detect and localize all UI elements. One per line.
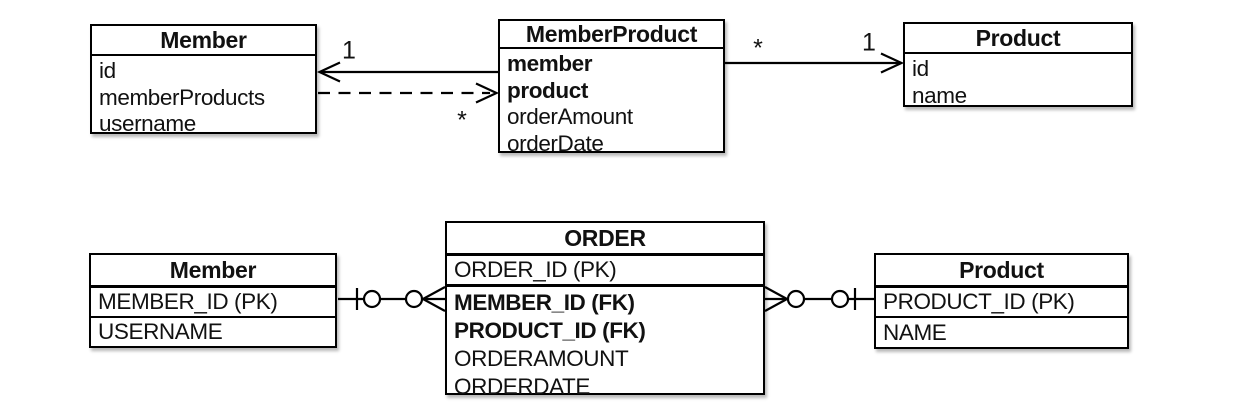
er-table-member: Member MEMBER_ID (PK) USERNAME [89, 253, 337, 348]
attribute-memberproducts: memberProducts [99, 84, 265, 110]
er-connector-order-product [764, 286, 874, 312]
multiplicity-label-product-one: 1 [862, 28, 876, 57]
attribute-id: id [912, 56, 929, 81]
attribute-orderdate: orderDate [507, 130, 604, 156]
column-username: USERNAME [91, 316, 335, 346]
class-title: Member [92, 26, 315, 56]
crow-foot-icon [764, 286, 788, 312]
attribute-product: product [507, 77, 588, 103]
table-title: Product [959, 256, 1044, 283]
attribute-member: member [507, 51, 593, 76]
column-orderdate: ORDERDATE [454, 374, 590, 399]
table-title: ORDER [564, 224, 646, 251]
open-arrowhead-left-icon [316, 61, 341, 83]
class-attributes: id memberProducts username [92, 56, 315, 138]
table-title: Member [169, 256, 257, 283]
er-connector-member-order [338, 286, 446, 312]
uml-class-product: Product id name [903, 22, 1133, 109]
column-product-id: PRODUCT_ID (PK) [876, 285, 1127, 316]
zero-circle-icon [404, 289, 424, 309]
column-member-id-fk: MEMBER_ID (FK) [454, 290, 635, 315]
class-title: Product [905, 24, 1131, 54]
uml-association-product [725, 52, 905, 74]
zero-circle-icon [786, 289, 806, 309]
open-arrowhead-right-icon [475, 82, 500, 104]
column-product-id-fk: PRODUCT_ID (FK) [454, 318, 646, 343]
class-attributes: member product orderAmount orderDate [500, 49, 723, 157]
multiplicity-label-member-many: * [457, 106, 467, 135]
column-orderamount: ORDERAMOUNT [454, 346, 629, 371]
multiplicity-label-member-one: 1 [342, 36, 356, 65]
column-name: NAME [876, 316, 1127, 347]
attribute-name: name [912, 82, 967, 108]
uml-association-member [316, 61, 498, 83]
zero-circle-icon [362, 289, 382, 309]
attribute-orderamount: orderAmount [507, 104, 633, 129]
uml-class-member: Member id memberProducts username [90, 24, 317, 136]
attribute-username: username [99, 111, 196, 136]
class-attributes: id name [905, 54, 1131, 109]
attribute-id: id [99, 58, 116, 83]
column-member-id: MEMBER_ID (PK) [91, 285, 335, 316]
open-arrowhead-right-icon [880, 52, 905, 74]
crow-foot-icon [422, 286, 446, 312]
multiplicity-label-product-many: * [753, 34, 763, 63]
zero-circle-icon [830, 289, 850, 309]
class-title: MemberProduct [500, 21, 723, 49]
er-table-order: ORDER ORDER_ID (PK) MEMBER_ID (FK) PRODU… [445, 221, 765, 399]
table-columns: MEMBER_ID (FK) PRODUCT_ID (FK) ORDERAMOU… [447, 284, 763, 401]
uml-class-memberproduct: MemberProduct member product orderAmount… [498, 19, 725, 156]
uml-dependency-memberproduct [318, 82, 500, 104]
column-order-id: ORDER_ID (PK) [447, 253, 763, 284]
er-table-product: Product PRODUCT_ID (PK) NAME [874, 253, 1129, 349]
